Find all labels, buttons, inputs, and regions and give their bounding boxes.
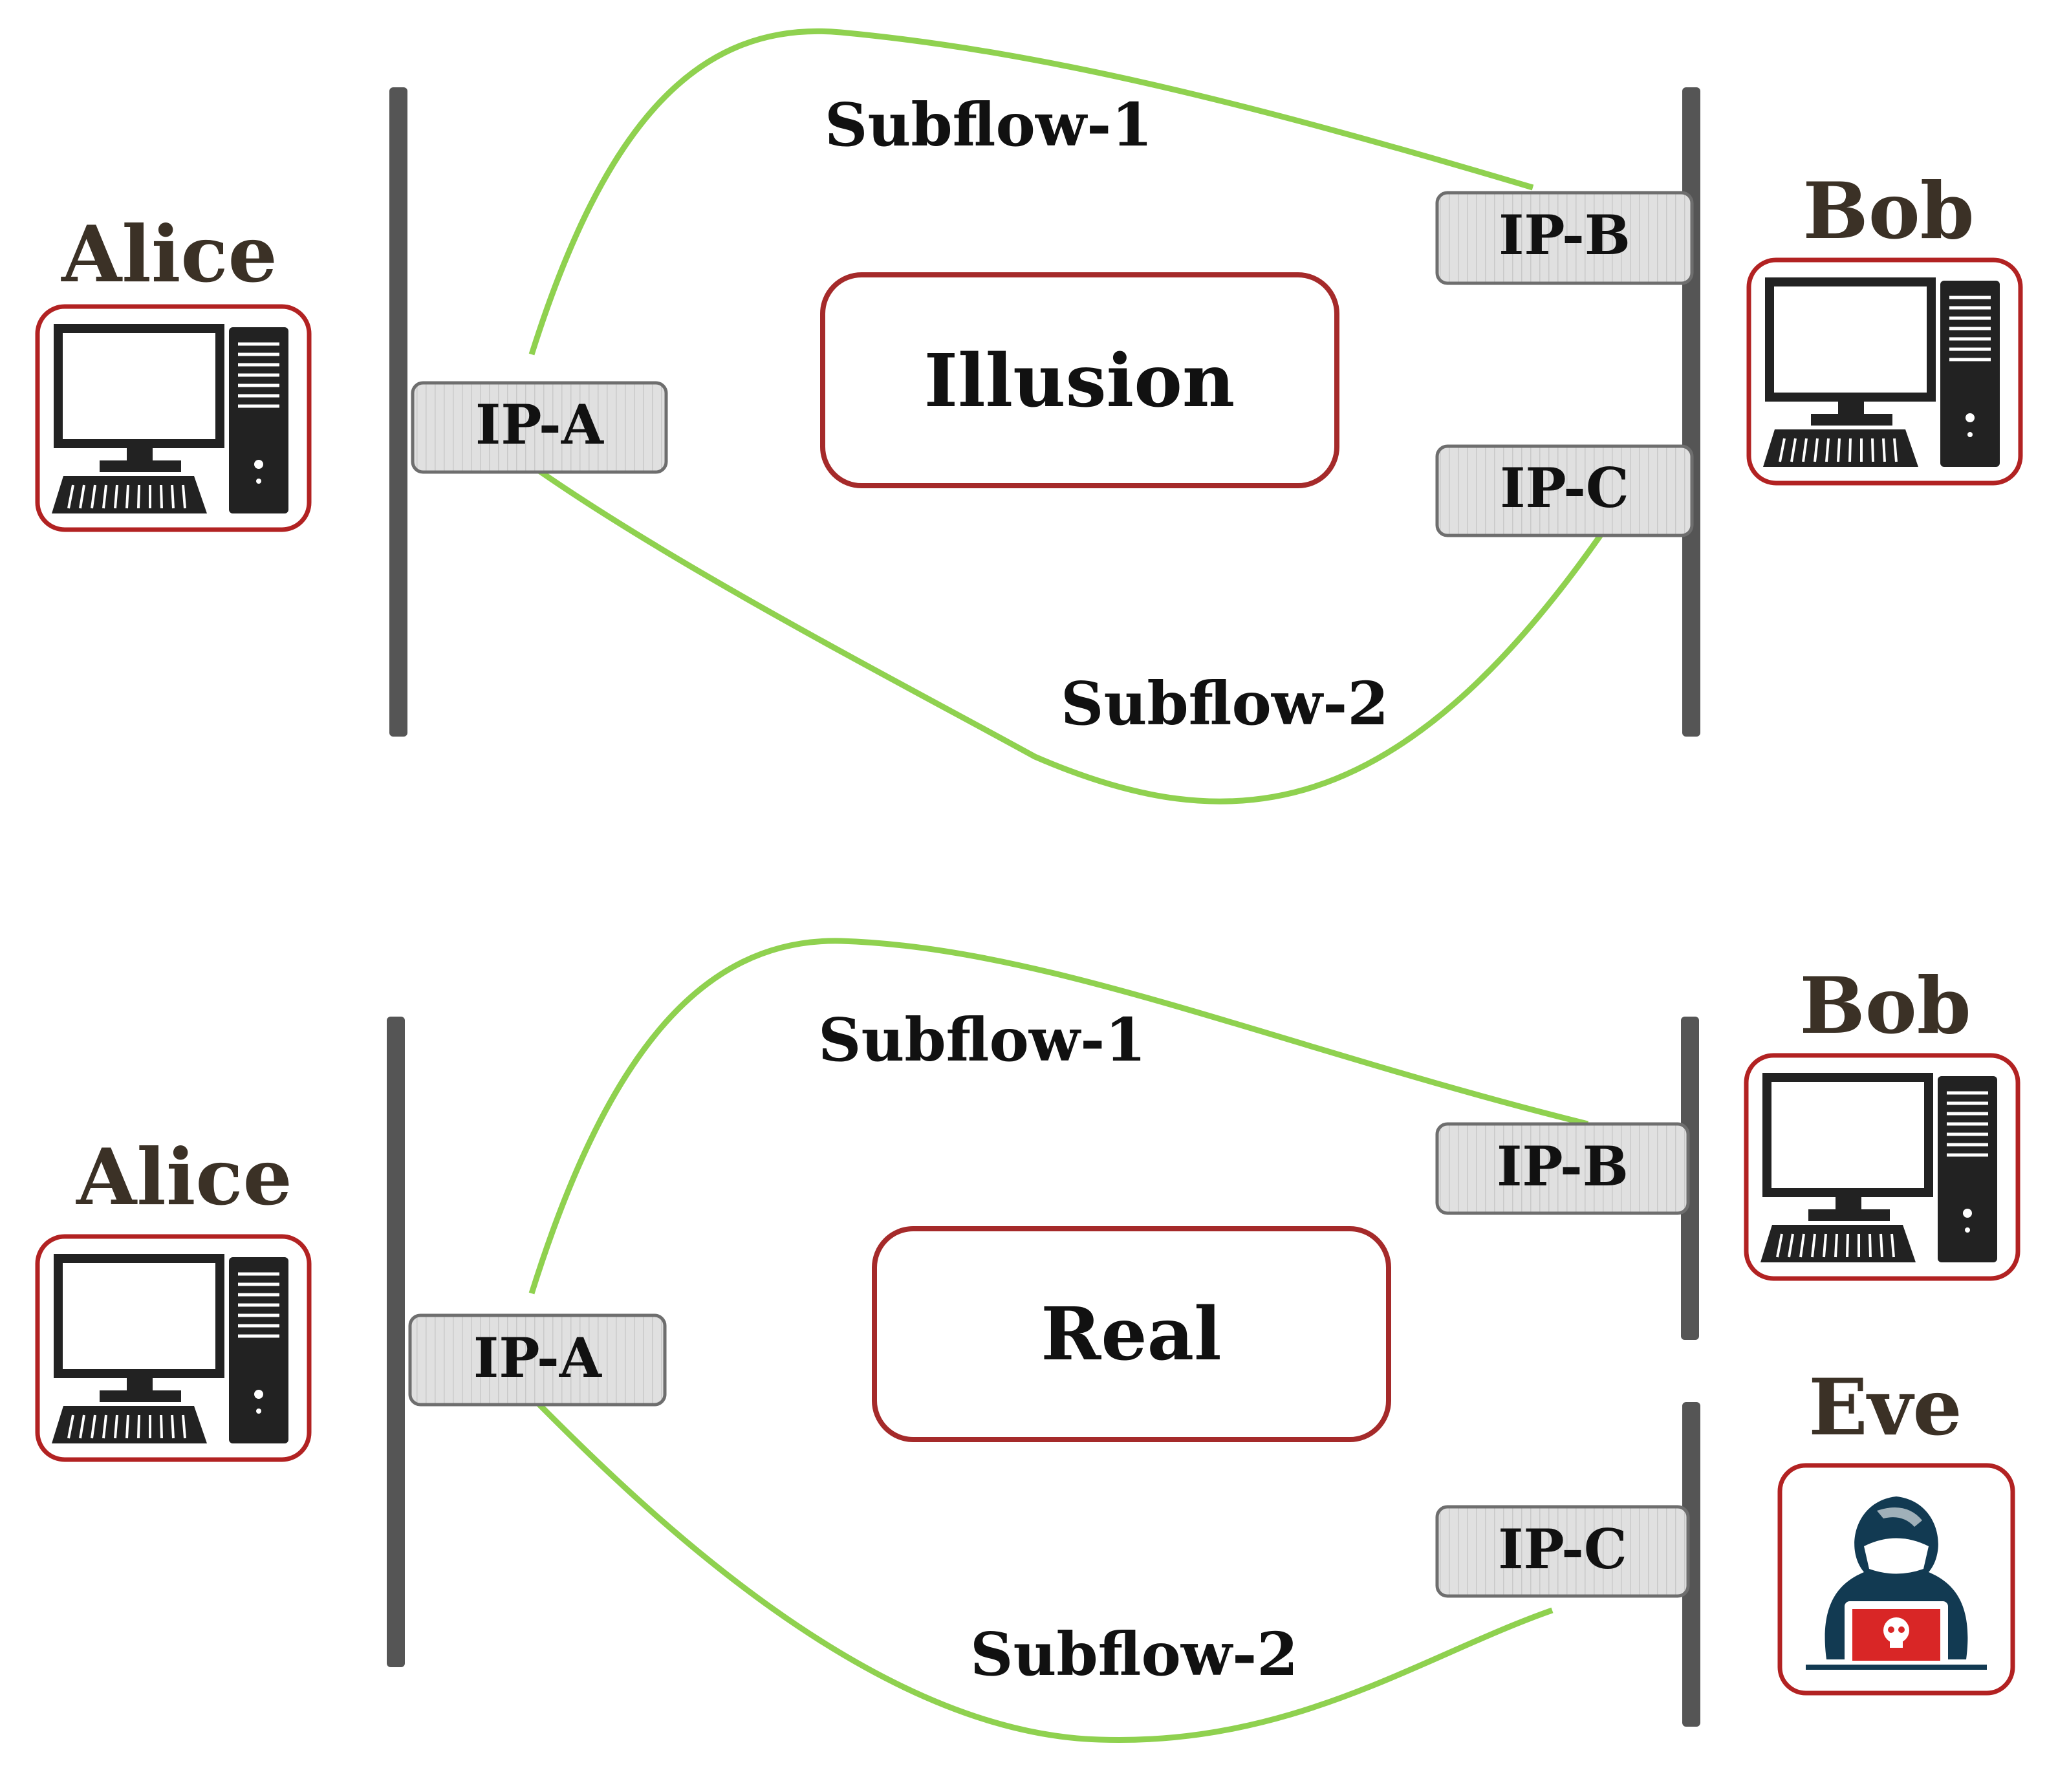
illusion-state-box: Illusion bbox=[820, 272, 1339, 488]
real-state-box: Real bbox=[872, 1226, 1391, 1442]
alice-bus-line bbox=[387, 1017, 405, 1667]
bottom-scenario: IP-A IP-B IP-C Real Subflow-1 Subflow-2 … bbox=[38, 938, 2018, 1743]
hooded-hacker-icon bbox=[1780, 1465, 2013, 1693]
ip-b-label: IP-B bbox=[1497, 1134, 1629, 1198]
subflow-1-link bbox=[528, 28, 1534, 356]
alice-name: Alice bbox=[61, 209, 277, 300]
subflow-1-label: Subflow-1 bbox=[825, 90, 1153, 160]
ip-a-interface: IP-A bbox=[411, 381, 668, 474]
ip-c-label: IP-C bbox=[1498, 1517, 1627, 1581]
bob-bus-line bbox=[1682, 87, 1700, 737]
ip-a-label: IP-A bbox=[473, 1326, 603, 1390]
desktop-computer-icon bbox=[38, 1236, 309, 1460]
alice-node: Alice bbox=[38, 1132, 309, 1460]
eve-name: Eve bbox=[1808, 1362, 1962, 1453]
subflow-1-link bbox=[528, 938, 1589, 1295]
eve-bus-line bbox=[1682, 1402, 1700, 1727]
ip-b-interface: IP-B bbox=[1435, 191, 1694, 285]
top-scenario: IP-A IP-B IP-C Illusion Subflow-1 Subflo… bbox=[38, 28, 2020, 804]
ip-b-label: IP-B bbox=[1499, 203, 1630, 267]
state-label: Illusion bbox=[924, 339, 1235, 424]
ip-c-label: IP-C bbox=[1500, 456, 1629, 520]
alice-name: Alice bbox=[76, 1132, 292, 1223]
subflow-1-label: Subflow-1 bbox=[818, 1005, 1146, 1075]
bob-bus-line bbox=[1681, 1017, 1699, 1340]
alice-node: Alice bbox=[38, 209, 309, 530]
bob-node: Bob bbox=[1746, 960, 2018, 1279]
bob-name: Bob bbox=[1803, 166, 1974, 257]
ip-c-interface: IP-C bbox=[1435, 1505, 1690, 1598]
alice-bus-line bbox=[389, 87, 407, 737]
bob-name: Bob bbox=[1799, 960, 1971, 1052]
ip-a-interface: IP-A bbox=[408, 1313, 667, 1407]
bob-node: Bob bbox=[1749, 166, 2020, 483]
state-label: Real bbox=[1041, 1292, 1221, 1377]
subflow-2-label: Subflow-2 bbox=[1061, 669, 1389, 739]
subflow-2-link bbox=[529, 1394, 1554, 1743]
ip-c-interface: IP-C bbox=[1435, 444, 1694, 537]
desktop-computer-icon bbox=[38, 307, 309, 530]
desktop-computer-icon bbox=[1749, 260, 2020, 483]
ip-b-interface: IP-B bbox=[1435, 1122, 1690, 1215]
ip-a-label: IP-A bbox=[475, 393, 605, 457]
desktop-computer-icon bbox=[1746, 1055, 2018, 1279]
subflow-2-label: Subflow-2 bbox=[970, 1619, 1298, 1689]
subflow-2-link bbox=[530, 463, 1607, 804]
eve-node: Eve bbox=[1780, 1362, 2013, 1693]
